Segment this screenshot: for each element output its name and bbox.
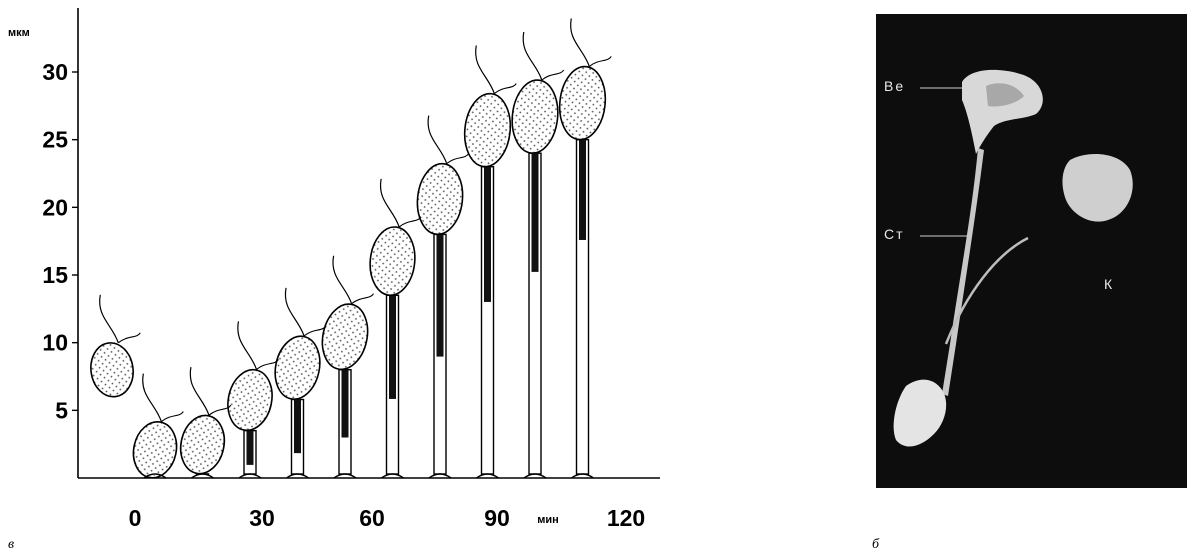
flagellum <box>381 179 400 227</box>
flagellum <box>100 295 119 343</box>
cell-body <box>367 225 418 298</box>
cap-shape <box>962 70 1043 154</box>
stalk-core <box>294 400 301 454</box>
micrograph-photo: Ве Ст К <box>876 14 1187 488</box>
flagellum <box>238 321 257 369</box>
x-tick-label: 60 <box>359 505 385 531</box>
flagellum <box>428 116 447 164</box>
y-tick-label: 30 <box>42 59 68 85</box>
y-tick-label: 25 <box>42 127 68 153</box>
y-tick-label: 10 <box>42 330 68 356</box>
flagellum-short <box>161 412 183 422</box>
cell-body <box>461 91 514 169</box>
cell-body <box>87 340 136 399</box>
flagellum-short <box>352 294 374 304</box>
cell-body <box>175 411 229 477</box>
cell-body <box>509 78 562 156</box>
y-tick-label: 15 <box>42 262 68 288</box>
flagellum <box>190 367 209 415</box>
x-tick-label: 30 <box>249 505 275 531</box>
x-unit-label: мин <box>537 514 559 526</box>
stalk-core <box>247 431 254 465</box>
flagellum-short <box>542 70 564 80</box>
k-blob-shape <box>1063 154 1133 222</box>
cell-body <box>414 161 466 236</box>
label-k: К <box>1104 276 1114 292</box>
stalk-core <box>389 295 396 399</box>
panel-label-a: в <box>8 537 14 553</box>
growth-diagram-svg: мкм 5 10 15 20 25 30 0 30 60 90 120 мин <box>0 0 700 558</box>
flagellum-short <box>447 154 469 164</box>
growth-diagram: мкм 5 10 15 20 25 30 0 30 60 90 120 мин <box>0 0 700 558</box>
stalk-core <box>532 153 539 272</box>
x-tick-label: 120 <box>607 505 645 531</box>
cell-body <box>556 64 609 142</box>
stalk-core <box>484 167 491 302</box>
flagellum-short <box>118 333 140 343</box>
y-unit-label: мкм <box>8 27 30 39</box>
flagellum <box>571 18 590 66</box>
flagellum-short <box>589 56 611 66</box>
panel-label-b: б <box>872 537 879 553</box>
y-tick-label: 20 <box>42 194 68 220</box>
flagellum <box>476 46 495 94</box>
flagellum <box>285 288 304 336</box>
x-tick-label: 0 <box>129 505 142 531</box>
y-tick-label: 5 <box>55 397 68 423</box>
stalk-core <box>579 140 586 240</box>
flagellum <box>523 32 542 80</box>
cell-body <box>317 300 374 374</box>
flagellum-short <box>494 84 516 94</box>
micrograph-drawing <box>876 14 1187 488</box>
flagellum <box>333 256 352 304</box>
stalk-core <box>342 370 349 438</box>
x-tick-label: 90 <box>484 505 510 531</box>
base-shape <box>894 380 947 447</box>
cell-body <box>223 366 278 435</box>
stalk-shape <box>942 148 984 396</box>
label-head: Ве <box>884 78 905 94</box>
stalk-core <box>437 234 444 356</box>
cell-body <box>128 418 181 482</box>
flagellum <box>143 374 162 422</box>
label-stalk: Ст <box>884 226 905 242</box>
flagellum-short <box>399 217 421 227</box>
cell-body <box>270 332 326 403</box>
